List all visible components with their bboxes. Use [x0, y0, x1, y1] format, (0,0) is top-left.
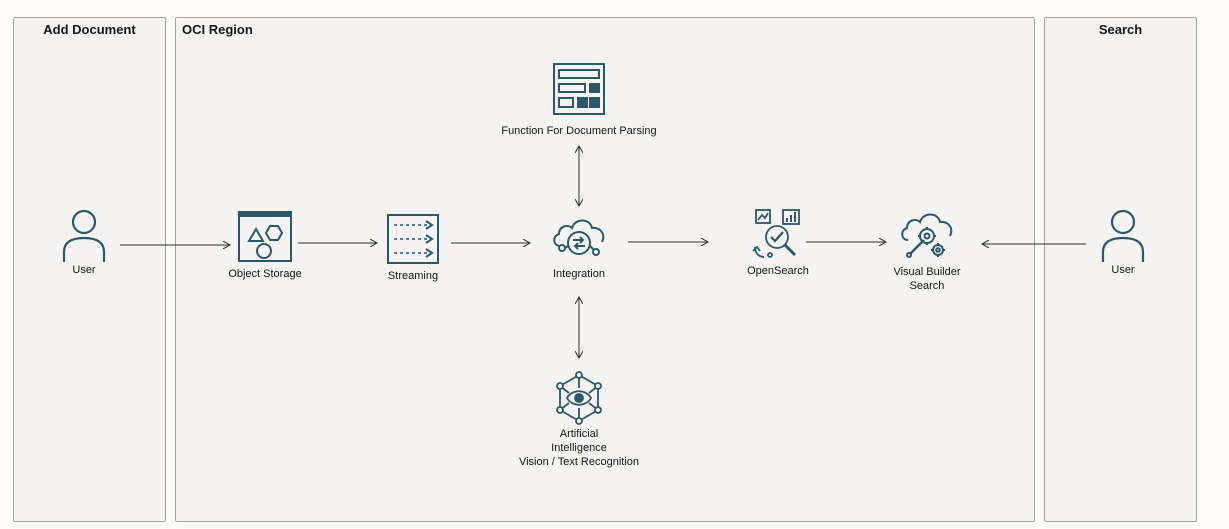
ai-vision-node: Artificial Intelligence Vision / Text Re… — [514, 371, 644, 471]
user-right-node: User — [1099, 208, 1147, 278]
integration-label: Integration — [553, 268, 605, 280]
opensearch-node: OpenSearch — [740, 207, 816, 281]
opensearch-icon — [752, 209, 800, 258]
search-title: Search — [1098, 22, 1143, 37]
object-storage-node: Object Storage — [220, 211, 310, 286]
streaming-icon — [387, 214, 439, 264]
user-right-label: User — [1111, 264, 1135, 276]
visual-builder-label-line2: Search — [909, 280, 945, 292]
ai-vision-label-line2: Intelligence — [551, 442, 607, 454]
ai-vision-label-line3: Vision / Text Recognition — [518, 456, 640, 468]
ai-vision-icon — [556, 371, 602, 425]
object-storage-icon — [238, 211, 292, 262]
oci-region-title: OCI Region — [182, 22, 253, 37]
ai-vision-label-line1: Artificial — [559, 428, 599, 440]
object-storage-label: Object Storage — [228, 268, 302, 280]
add-document-title: Add Document — [43, 22, 136, 37]
streaming-node: Streaming — [380, 213, 446, 285]
opensearch-label: OpenSearch — [747, 265, 809, 277]
user-icon — [1101, 209, 1145, 262]
search-panel: Search — [1044, 17, 1197, 522]
integration-cloud-icon — [553, 219, 605, 256]
user-left-label: User — [72, 264, 96, 276]
streaming-label: Streaming — [387, 270, 439, 282]
function-node: Function For Document Parsing — [488, 62, 670, 142]
function-label: Function For Document Parsing — [501, 125, 657, 137]
function-layout-icon — [553, 63, 605, 115]
add-document-panel: Add Document — [13, 17, 166, 522]
user-icon — [62, 209, 106, 262]
user-left-node: User — [60, 208, 108, 278]
visual-builder-cloud-icon — [901, 213, 953, 258]
integration-node: Integration — [539, 212, 619, 284]
visual-builder-label-line1: Visual Builder — [893, 266, 961, 278]
visual-builder-node: Visual Builder Search — [884, 210, 970, 294]
